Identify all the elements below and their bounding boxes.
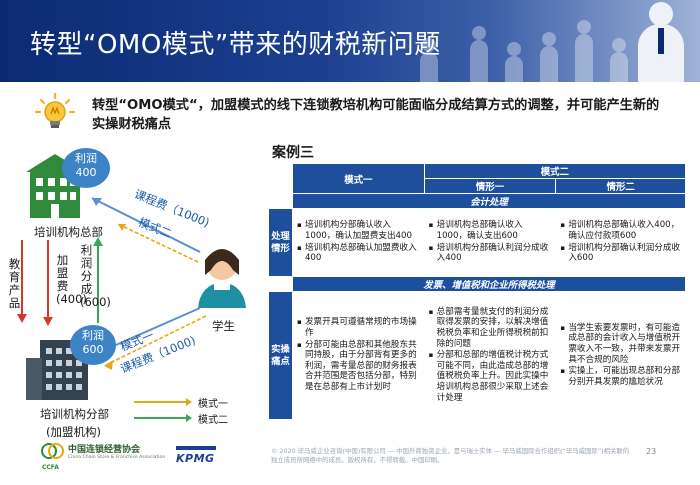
legend-mode-one: 模式一 [198,399,228,410]
diagram-canvas [17,154,246,422]
student-label: 学生 [212,319,235,333]
branch-profit-label: 利润 [82,329,104,342]
branch-sublabel: (加盟机构) [46,425,101,439]
education-product-label: 教育产品 [8,257,21,310]
accounting-mode-one-cell: 培训机构分部确认收入1000，确认加盟费支出400 培训机构总部确认加盟费收入4… [291,208,425,277]
tax-mode-one-cell: 发票开具可遵循常规的市场操作 分部可能由总部和其他股东共同持股，由于分部背有更多… [291,291,425,420]
hq-profit-label: 利润 [75,152,97,165]
ccfa-emblem-icon [41,443,64,459]
page-number: 23 [646,447,657,456]
table-spacer [268,193,293,209]
lightbulb-icon [34,92,76,128]
section-tax: 发票、增值税和企业所得税处理 [291,276,687,292]
page-title: 转型“OMO模式”带来的财税新问题 [30,30,441,60]
list-item: 分部可能由总部和其他股东共同持股，由于分部背有更多的利润，需考量总部的财务报表合… [297,340,420,393]
list-item: 培训机构分部确认利润分成收入600 [560,243,681,264]
hq-profit-value: 400 [75,166,97,179]
header-mode-one: 模式一 [291,163,425,194]
franchise-fee-label: 加盟费 (400) [56,253,87,306]
table-corner [268,163,293,194]
accounting-scenario-one-cell: 培训机构总部确认收入1000，确认支出600 培训机构分部确认利润分成收入400 [423,208,557,277]
list-item: 发票开具可遵循常规的市场操作 [297,317,420,338]
list-item: 培训机构总部确认收入1000，确认支出600 [429,220,552,241]
ccfa-english-name: China Chain Store & Franchise Associatio… [68,455,166,460]
accounting-scenario-two-cell: 培训机构总部确认收入400，确认应付款项600 培训机构分部确认利润分成收入60… [555,208,686,277]
list-item: 总部需考量就支付的利润分成取得发票的安排，以解决增值税税负率和企业所得税税前扣除… [429,307,552,349]
intro-text: 转型“OMO模式“，加盟模式的线下连锁教培机构可能面临分成结算方式的调整，并可能… [92,98,660,132]
student-icon [198,249,246,308]
legend-mode-two: 模式二 [198,415,228,426]
kpmg-logo-bar [176,446,216,450]
hq-label: 培训机构总部 [34,225,103,239]
row-accounting-label: 处理情形 [268,208,293,277]
flow-diagram: 利润 400 培训机构总部 教育产品 加盟费 (400) 利润分成 (600) … [0,140,270,440]
list-item: 培训机构分部确认利润分成收入400 [429,243,552,264]
header-scenario-one: 情形一 [423,178,557,194]
list-item: 分部和总部的增值税计税方式可能不同，由此造成总部的增值税税负率上升。因此实操中培… [429,350,552,403]
ccfa-abbr: CCFA [42,464,59,471]
kpmg-logo: KPMG [176,452,215,465]
legal-text: © 2020 毕马威企业咨询(中国)有限公司 — 中国外商独资企业，是与瑞士实体… [271,447,630,464]
ccfa-name: 中国连锁经营协会 [68,445,141,455]
header-scenario-two: 情形二 [555,178,686,194]
section-accounting: 会计处理 [291,193,687,209]
branch-profit-value: 600 [82,343,104,356]
table-spacer [268,276,293,292]
branch-profit-bubble: 利润 600 [70,325,116,365]
case-table: 模式一 模式二 情形一 情形二 会计处理 处理情形 培训机构分部确认收入1000… [268,163,687,420]
profit-share-label: 利润分成 (600) [80,243,111,309]
branch-building-icon [26,340,88,400]
header-banner: 转型“OMO模式”带来的财税新问题 [0,0,700,82]
hq-profit-bubble: 利润 400 [62,148,110,188]
row-tax-label: 实操痛点 [268,291,293,420]
list-item: 实操上，可能出现总部和分部分别开具发票的尴尬状况 [560,366,681,387]
list-item: 培训机构分部确认收入1000，确认加盟费支出400 [297,220,420,241]
header-mode-two: 模式二 [423,163,687,179]
list-item: 培训机构总部确认加盟费收入400 [297,243,420,264]
businessman-icon [638,2,684,82]
list-item: 当学生索要发票时，有可能造成总部的会计收入与增值税开票收入不一致，并带来发票开具… [560,323,681,365]
tax-scenario-two-cell: 当学生索要发票时，有可能造成总部的会计收入与增值税开票收入不一致，并带来发票开具… [555,291,686,420]
list-item: 培训机构总部确认收入400，确认应付款项600 [560,220,681,241]
tax-scenario-one-cell: 总部需考量就支付的利润分成取得发票的安排，以解决增值税税负率和企业所得税税前扣除… [423,291,557,420]
branch-label: 培训机构分部 [40,407,109,421]
case-title: 案例三 [272,145,314,161]
